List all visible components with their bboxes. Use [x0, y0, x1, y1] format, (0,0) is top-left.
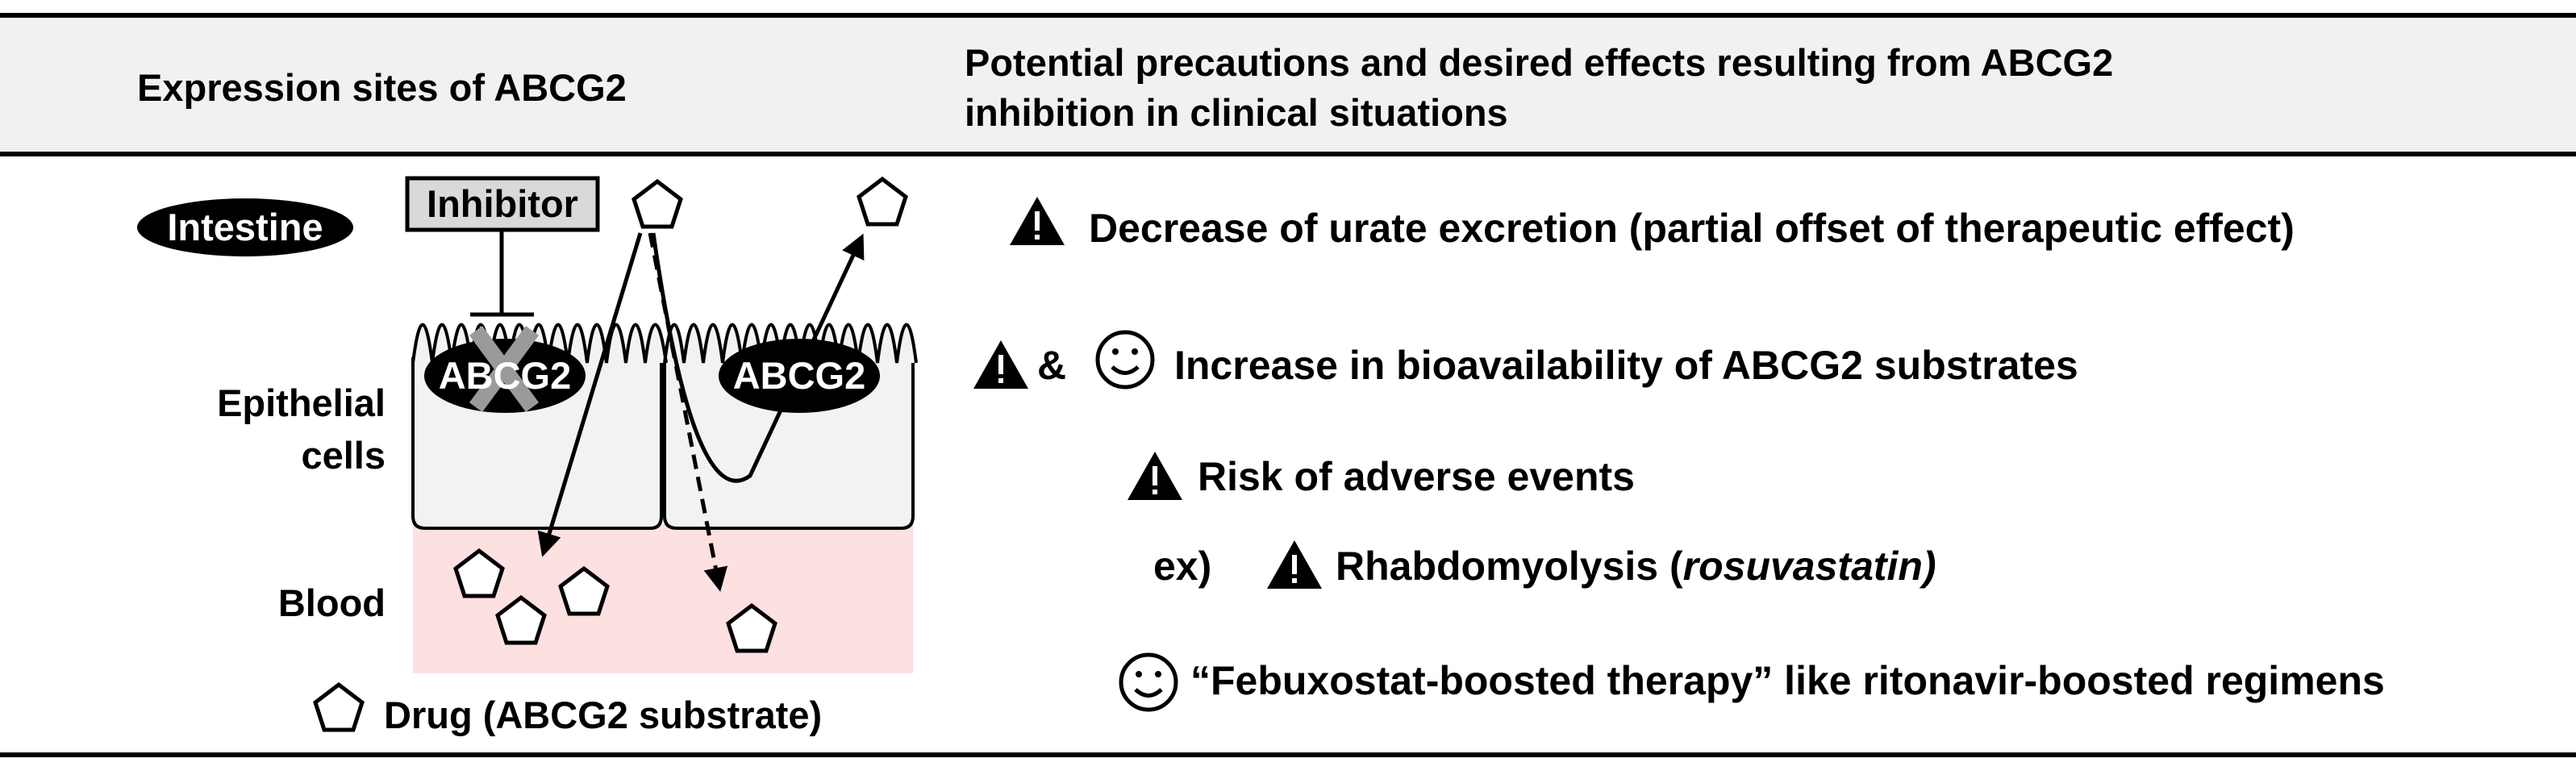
warning-icon — [1010, 197, 1065, 245]
effect-risk-adverse: Risk of adverse events — [1198, 454, 1635, 499]
inhibitor-label: Inhibitor — [427, 182, 578, 225]
warning-icon — [1267, 540, 1322, 589]
drug-lumen-1 — [631, 178, 683, 229]
example-prefix: ex) — [1153, 544, 1212, 589]
header-right-line1: Potential precautions and desired effect… — [965, 41, 2114, 84]
drug-legend-icon — [313, 681, 365, 732]
intestine-pill — [137, 198, 353, 256]
intestine-label: Intestine — [167, 206, 323, 248]
example-rhabdomyolysis: Rhabdomyolysis (rosuvastatin) — [1336, 544, 1936, 589]
top-rule — [0, 13, 2576, 18]
header-rule — [0, 152, 2576, 156]
drug-blood-3 — [495, 594, 547, 645]
drug-blood-4 — [726, 602, 777, 653]
bottom-rule — [0, 752, 2576, 757]
transporter-label-inhibited: ABCG2 — [438, 354, 572, 397]
smiley-icon — [1119, 652, 1178, 712]
header-left: Expression sites of ABCG2 — [137, 66, 627, 109]
header-band — [0, 18, 2576, 153]
blood-label: Blood — [277, 581, 386, 624]
warning-icon — [973, 340, 1028, 389]
effect-increase-bioavailability: Increase in bioavailability of ABCG2 sub… — [1174, 343, 2078, 388]
legend-drug-label: Drug (ABCG2 substrate) — [384, 694, 823, 736]
transporter-label-active: ABCG2 — [732, 354, 866, 397]
smiley-icon — [1095, 330, 1155, 390]
abcg2-transporter-active — [719, 339, 880, 413]
inhibitor-box — [405, 176, 600, 232]
warning-icon — [1128, 452, 1182, 500]
effect-ampersand: & — [1037, 343, 1067, 388]
epithelial-label-line1: Epithelial — [217, 381, 386, 424]
drug-blood-2 — [558, 565, 610, 616]
absorption-arrow-dashed — [648, 232, 728, 592]
inhibition-x-mark — [469, 326, 540, 412]
absorption-arrow-solid — [537, 232, 643, 557]
header-right-line2: inhibition in clinical situations — [965, 91, 1508, 134]
epithelial-label-line2: cells — [301, 434, 386, 477]
effect-febuxostat-boosted: “Febuxostat-boosted therapy” like ritona… — [1190, 658, 2385, 703]
example-drug-name: rosuvastatin) — [1682, 544, 1936, 589]
effect-decrease-urate: Decrease of urate excretion (partial off… — [1089, 206, 2295, 251]
blood-region — [413, 524, 913, 673]
efflux-arrow — [651, 232, 865, 483]
drug-lumen-2 — [857, 176, 908, 227]
drug-blood-1 — [453, 548, 505, 598]
